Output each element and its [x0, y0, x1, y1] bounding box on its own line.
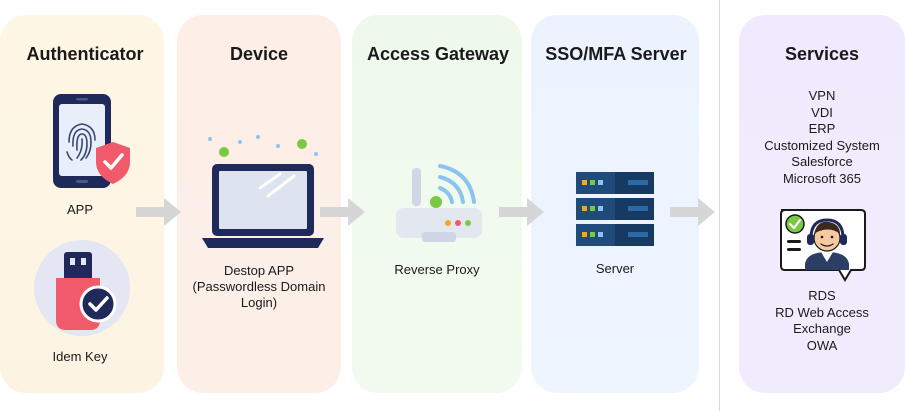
device-label-line: Destop APP	[223, 263, 295, 278]
service-item: VPN	[808, 88, 836, 103]
device-label-line: Login)	[240, 295, 278, 310]
usb-key-icon	[34, 240, 130, 336]
authenticator-idem-key-label: Idem Key	[52, 349, 108, 364]
router-icon	[396, 164, 482, 242]
services-list-primary: VPN VDI ERP Customized System Salesforce…	[739, 88, 905, 187]
laptop-icon	[202, 135, 324, 248]
service-item: RD Web Access	[775, 304, 869, 320]
access-gateway-title: Access Gateway	[366, 44, 510, 64]
server-label: Server	[595, 261, 635, 276]
sso-mfa-title: SSO/MFA Server	[545, 44, 687, 64]
server-rack-icon	[576, 172, 654, 246]
service-item: Exchange	[793, 321, 851, 336]
service-item: OWA	[806, 337, 838, 353]
authenticator-app-label: APP	[66, 202, 93, 217]
service-item: Salesforce	[791, 154, 853, 169]
flow-arrow-icon	[320, 198, 365, 226]
device-label-line: (Passwordless Domain	[192, 279, 326, 294]
services-title: Services	[784, 44, 860, 64]
service-item: Microsoft 365	[782, 170, 862, 186]
reverse-proxy-label: Reverse Proxy	[394, 262, 480, 277]
flow-arrow-icon	[670, 198, 715, 226]
column-divider	[719, 0, 720, 411]
device-title: Device	[229, 44, 289, 64]
phone-fingerprint-icon	[53, 94, 130, 188]
service-item: VDI	[811, 104, 833, 120]
authenticator-title: Authenticator	[26, 44, 144, 64]
flow-arrow-icon	[499, 198, 544, 226]
service-item: ERP	[808, 121, 836, 136]
service-item: Customized System	[764, 137, 880, 153]
support-agent-icon	[780, 209, 866, 282]
services-panel	[739, 15, 905, 393]
services-list-secondary: RDS RD Web Access Exchange OWA	[739, 288, 905, 354]
service-item: RDS	[808, 288, 836, 303]
device-label: Destop APP (Passwordless Domain Login)	[177, 263, 341, 311]
flow-arrow-icon	[136, 198, 181, 226]
